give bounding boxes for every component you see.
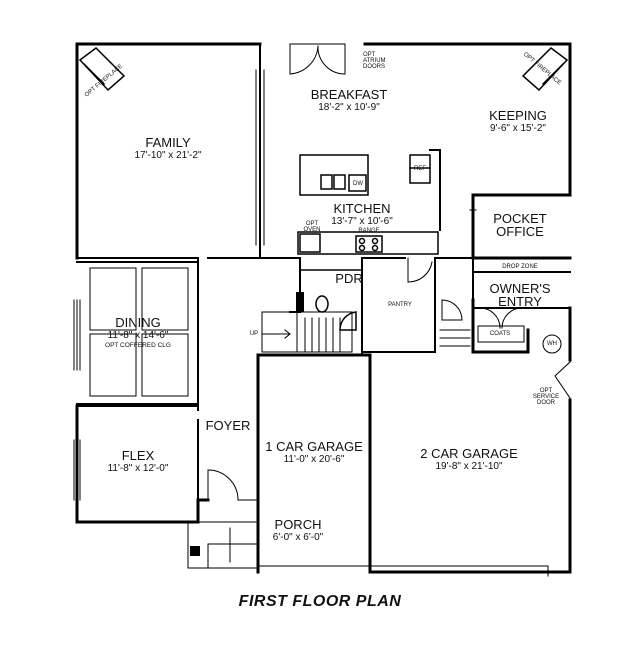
atrium-doors <box>289 43 346 75</box>
room-dims: 9'-6" x 15'-2" <box>490 123 546 134</box>
room-name: BREAKFAST <box>310 87 388 102</box>
room-name-line2: ENTRY <box>498 294 542 309</box>
foyer-label: FOYER <box>205 418 251 433</box>
interior-walls <box>76 43 571 501</box>
atrium-line2: ATRIUM <box>363 58 386 64</box>
room-name: FAMILY <box>145 135 191 150</box>
room-name: 2 CAR GARAGE <box>420 446 518 461</box>
water-heater <box>542 334 562 354</box>
staircase <box>261 311 353 353</box>
fireplace-left <box>78 47 126 92</box>
room-dims: 19'-8" x 21'-10" <box>435 461 503 472</box>
garage2-label: 2 CAR GARAGE 19'-8" x 21'-10" <box>420 447 518 472</box>
service-line2: SERVICE <box>532 394 560 400</box>
flex-label: FLEX 11'-8" x 12'-0" <box>108 449 169 474</box>
powder-room <box>299 269 363 331</box>
breakfast-label: BREAKFAST 18'-2" x 10'-9" <box>311 88 388 113</box>
kitchen-island <box>299 154 369 196</box>
room-dims: 11'-0" x 20'-6" <box>283 454 345 465</box>
drop-zone-label: DROP ZONE <box>502 264 538 270</box>
plan-title: FIRST FLOOR PLAN <box>238 593 402 610</box>
room-note: OPT COFFERED CLG <box>105 342 171 349</box>
keeping-label: KEEPING 9'-6" x 15'-2" <box>489 109 547 134</box>
pantry-label: PANTRY <box>388 302 412 308</box>
pocket-office-label: POCKET OFFICE <box>493 212 546 238</box>
service-line1: OPT <box>539 388 553 394</box>
room-dims: 6'-0" x 6'-0" <box>272 532 324 543</box>
kitchen-counter-right <box>429 149 441 231</box>
room-name-line1: POCKET <box>493 211 547 226</box>
service-line3: DOOR <box>536 400 555 406</box>
range-label: RANGE <box>358 228 380 234</box>
service-door-label: OPT SERVICE DOOR <box>533 388 559 406</box>
porch-outline <box>187 521 259 569</box>
owners-entry-label: OWNER'S ENTRY <box>490 282 551 308</box>
room-name: 1 CAR GARAGE <box>265 439 363 454</box>
room-dims: 18'-2" x 10'-9" <box>318 102 380 113</box>
pantry-door <box>407 257 463 321</box>
room-name: FLEX <box>121 448 155 463</box>
fireplace-right <box>521 47 569 92</box>
opt-oven-label: OPT OVEN <box>303 221 320 233</box>
refrigerator <box>409 154 431 184</box>
porch-label: PORCH 6'-0" x 6'-0" <box>273 518 323 543</box>
room-dims: 17'-10" x 21'-2" <box>134 150 202 161</box>
room-dims: 11'-8" x 14'-6" <box>107 330 169 341</box>
dw-label: DW <box>353 181 363 187</box>
steps <box>439 329 471 347</box>
room-dims: 13'-7" x 10'-6" <box>331 216 393 227</box>
exterior-walls <box>75 42 572 574</box>
coats-label: COATS <box>489 331 511 337</box>
atrium-line3: DOORS <box>363 64 386 70</box>
atrium-doors-label: OPT ATRIUM DOORS <box>363 52 386 70</box>
dining-label: DINING 11'-8" x 14'-6" OPT COFFERED CLG <box>105 316 171 350</box>
kitchen-counter <box>297 231 439 255</box>
wh-label: WH <box>547 341 557 347</box>
room-dims: 11'-8" x 12'-0" <box>107 463 169 474</box>
porch-column <box>190 546 200 556</box>
coffered-ceiling <box>89 267 189 397</box>
room-name-line1: OWNER'S <box>489 281 551 296</box>
room-name: KITCHEN <box>333 201 391 216</box>
front-door <box>207 469 259 501</box>
room-name: KEEPING <box>489 108 547 123</box>
garage-doors <box>259 565 549 577</box>
column <box>296 292 304 312</box>
garage1-label: 1 CAR GARAGE 11'-0" x 20'-6" <box>265 440 363 465</box>
room-name: PORCH <box>274 517 322 532</box>
opt-oven-line1: OPT <box>305 221 319 227</box>
room-name-line2: OFFICE <box>496 224 544 239</box>
family-label: FAMILY 17'-10" x 21'-2" <box>134 136 201 161</box>
service-door <box>554 361 571 399</box>
opt-oven-line2: OVEN <box>303 227 321 233</box>
ref-label: REF <box>414 166 426 172</box>
coats-closet <box>477 307 525 343</box>
up-label: UP <box>249 331 259 337</box>
windows <box>73 43 571 501</box>
kitchen-label: KITCHEN 13'-7" x 10'-6" <box>331 202 393 227</box>
atrium-line1: OPT <box>363 52 376 58</box>
pdr-label: PDR <box>335 271 363 286</box>
room-name: DINING <box>115 315 161 330</box>
